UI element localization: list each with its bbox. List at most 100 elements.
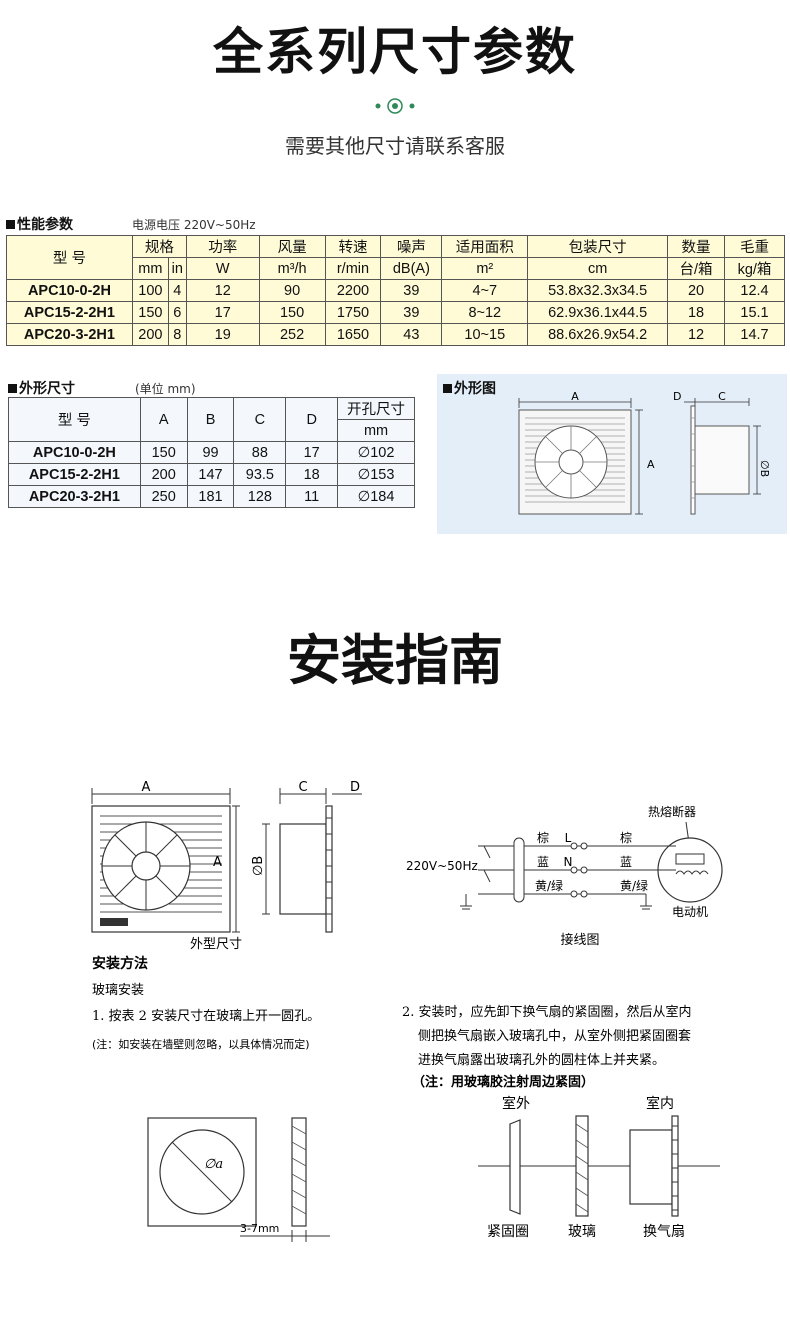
wire-mid-1: L <box>565 831 572 845</box>
table-cell: 88.6x26.9x54.2 <box>527 323 669 346</box>
table-cell: 20 <box>667 279 725 302</box>
page-title: 全系列尺寸参数 <box>213 23 577 81</box>
wire-left-3: 黄/绿 <box>535 878 563 893</box>
table-cell: 128 <box>233 485 287 508</box>
col-airflow: 风量 <box>258 235 326 258</box>
outline-dim-c: C <box>718 390 726 403</box>
dimensions-label: 外形尺寸 <box>8 378 75 398</box>
thickness-label: 3-7mm <box>240 1222 279 1235</box>
method-title: 安装方法 <box>92 955 148 972</box>
unit-speed: r/min <box>324 257 382 280</box>
col-model: 型 号 <box>6 235 133 280</box>
unit-noise: dB(A) <box>380 257 443 280</box>
cell-model: APC10-0-2H <box>6 279 133 302</box>
unit-qty: 台/箱 <box>667 257 725 280</box>
outline-dim-d: D <box>673 390 681 403</box>
table-cell: 39 <box>380 279 443 302</box>
col-speed: 转速 <box>324 235 382 258</box>
wire-left-2: 蓝 <box>537 855 549 869</box>
wiring-voltage: 220V~50Hz <box>406 859 478 873</box>
install-dim-d: D <box>350 780 360 795</box>
table-unit-row: mm <box>9 419 415 442</box>
page-subtitle: 需要其他尺寸请联系客服 <box>285 134 505 158</box>
decor-dots-icon <box>375 98 415 114</box>
table-cell: 200 <box>131 323 169 346</box>
table-header-row: 型 号 A B C D 开孔尺寸 <box>8 397 415 442</box>
unit-hole: mm <box>337 419 415 442</box>
table-cell: 100 <box>131 279 169 302</box>
step-1: 1. 按表 2 安装尺寸在玻璃上开一圆孔。 <box>92 1009 320 1024</box>
col-weight: 毛重 <box>724 235 785 258</box>
fuse-label: 热熔断器 <box>648 804 696 819</box>
wire-left-1: 棕 <box>537 830 549 845</box>
table-cell: 99 <box>186 441 235 464</box>
table-cell: 8 <box>167 323 187 346</box>
performance-label-text: 性能参数 <box>17 217 73 233</box>
col-spec: 规格 <box>131 235 187 258</box>
table-cell: 250 <box>139 485 188 508</box>
table-cell: 18 <box>285 463 339 486</box>
table-cell: 4 <box>167 279 187 302</box>
table-cell: 200 <box>139 463 188 486</box>
col-power: 功率 <box>185 235 260 258</box>
outline-diagram-panel: 外形图 A A <box>437 374 787 534</box>
cell-model: APC20-3-2H1 <box>6 323 133 346</box>
table-cell: 19 <box>185 323 260 346</box>
table-cell: 14.7 <box>724 323 785 346</box>
wire-right-2: 蓝 <box>620 855 632 869</box>
col-model: 型 号 <box>8 397 141 442</box>
unit-mm: mm <box>131 257 169 280</box>
table-cell: 150 <box>139 441 188 464</box>
install-drawings: A A 外型尺寸 C D ∅B 热熔断器 电动机 棕 L 棕 蓝 N 蓝 黄/绿… <box>91 780 723 1242</box>
unit-area: m² <box>441 257 529 280</box>
table-cell: 15.1 <box>724 301 785 324</box>
glass-label: 玻璃 <box>568 1223 596 1240</box>
motor-label: 电动机 <box>672 905 708 919</box>
table-cell: 12 <box>667 323 725 346</box>
table-cell: 62.9x36.1x44.5 <box>527 301 669 324</box>
col-c: C <box>233 397 287 442</box>
performance-table: 型 号 规格 功率 风量 转速 噪声 适用面积 包装尺寸 数量 毛重 mm in… <box>6 235 785 346</box>
table-cell: 1750 <box>324 301 382 324</box>
col-area: 适用面积 <box>441 235 529 258</box>
col-noise: 噪声 <box>380 235 443 258</box>
table-cell: 90 <box>258 279 326 302</box>
ring-label: 紧固圈 <box>487 1224 529 1240</box>
cell-model: APC10-0-2H <box>8 441 141 464</box>
cell-model: APC15-2-2H1 <box>6 301 133 324</box>
table-header-row: 型 号 规格 功率 风量 转速 噪声 适用面积 包装尺寸 数量 毛重 <box>6 235 785 280</box>
outline-dim-b: ∅B <box>758 460 771 477</box>
voltage-note: 电源电压 220V~50Hz <box>132 218 256 232</box>
unit-note: (单位 mm) <box>135 382 196 396</box>
table-cell: 17 <box>185 301 260 324</box>
table-cell: ∅184 <box>337 485 415 508</box>
install-dim-a-right: A <box>213 855 222 870</box>
install-dim-c: C <box>298 780 307 795</box>
col-a: A <box>139 397 188 442</box>
table-cell: 6 <box>167 301 187 324</box>
unit-weight: kg/箱 <box>724 257 785 280</box>
table-cell: 252 <box>258 323 326 346</box>
install-dim-b: ∅B <box>251 856 266 876</box>
table-cell: 11 <box>285 485 339 508</box>
install-title: 安装指南 <box>287 629 503 692</box>
wire-right-1: 棕 <box>620 830 632 845</box>
table-cell: 39 <box>380 301 443 324</box>
table-unit-row: mm in W m³/h r/min dB(A) m² cm 台/箱 kg/箱 <box>7 257 785 280</box>
table-cell: 12.4 <box>724 279 785 302</box>
outline-label: 外形图 <box>443 378 496 398</box>
outline-label-text: 外形图 <box>454 381 496 397</box>
table-cell: 12 <box>185 279 260 302</box>
table-cell: 17 <box>285 441 339 464</box>
install-dim-a-top: A <box>142 780 151 795</box>
table-cell: 10~15 <box>441 323 529 346</box>
note-2: （注：用玻璃胶注射周边紧固） <box>412 1074 594 1090</box>
step-2-line-3: 进换气扇露出玻璃孔外的圆柱体上并夹紧。 <box>418 1052 665 1068</box>
col-qty: 数量 <box>667 235 725 258</box>
cell-model: APC20-3-2H1 <box>8 485 141 508</box>
table-cell: ∅102 <box>337 441 415 464</box>
table-cell: ∅153 <box>337 463 415 486</box>
